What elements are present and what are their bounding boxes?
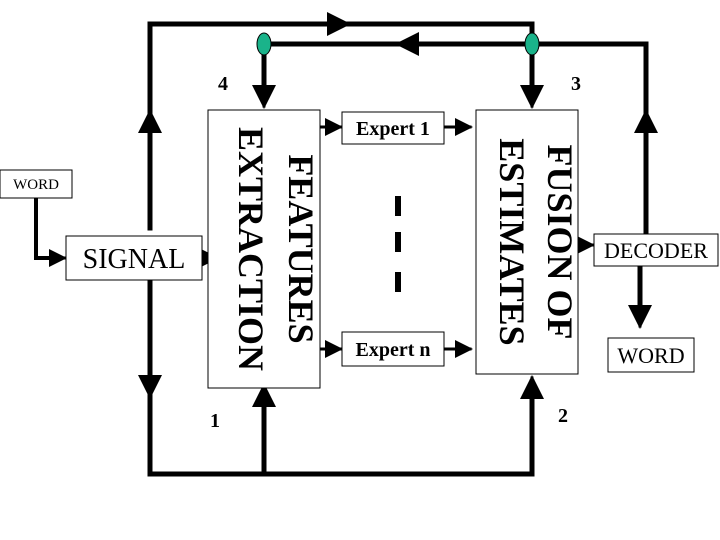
node-label-3: 3	[571, 73, 581, 95]
extraction-label: EXTRACTION	[231, 127, 271, 371]
top-loop-line	[147, 21, 353, 121]
word-output-box: WORD	[607, 337, 695, 373]
junction-dot-left	[256, 32, 272, 56]
decoder-label: DECODER	[604, 238, 708, 263]
features-extraction-box: FEATURES EXTRACTION	[207, 109, 321, 389]
word-output-label: WORD	[617, 343, 684, 368]
expert-ellipsis-dashes	[395, 196, 401, 292]
top-loop-line-b	[347, 21, 535, 47]
decoder-box: DECODER	[593, 233, 719, 267]
expert-1-box: Expert 1	[341, 111, 445, 145]
expert-1-label: Expert 1	[356, 118, 430, 140]
word-to-signal	[34, 196, 54, 260]
features-label: FEATURES	[281, 154, 321, 343]
word-input-box: WORD	[0, 169, 73, 199]
connection-lines	[34, 12, 658, 477]
node-label-1: 1	[210, 410, 220, 432]
right-loop-line	[261, 41, 649, 235]
signal-label: SIGNAL	[83, 244, 186, 275]
fusion-label: FUSION OF	[540, 144, 580, 339]
estimates-label: ESTIMATES	[492, 138, 532, 345]
junction-dot-right	[524, 32, 540, 56]
signal-box: SIGNAL	[65, 235, 203, 281]
word-input-label: WORD	[13, 177, 59, 193]
expert-n-label: Expert n	[356, 339, 431, 361]
node-label-4: 4	[218, 73, 228, 95]
expert-n-box: Expert n	[341, 331, 445, 367]
fusion-of-estimates-box: FUSION OF ESTIMATES	[475, 109, 580, 375]
node-label-2: 2	[558, 405, 568, 427]
left-trunk-lower	[147, 279, 535, 477]
